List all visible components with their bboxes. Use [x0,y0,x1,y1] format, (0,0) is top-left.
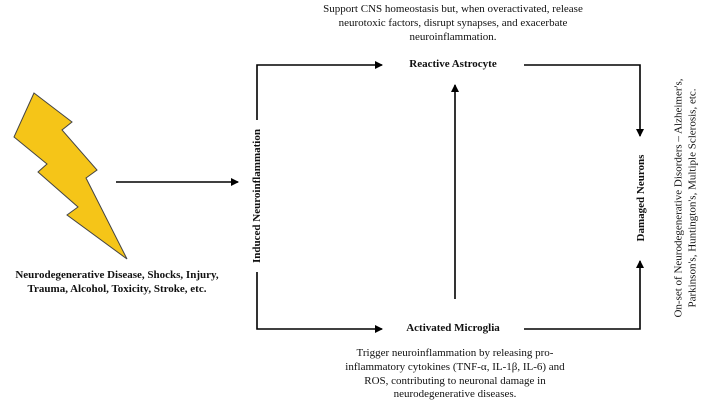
activated-microglia-node: Activated Microglia [406,322,500,334]
arrow-induced-to-microglia [256,272,383,333]
damaged-neurons-node: Damaged Neurons [635,154,647,242]
microglia-description: Trigger neuroinflammation by releasing p… [345,347,565,401]
arrow-microglia-to-damaged [524,260,644,330]
astrocyte-description: Support CNS homeostasis but, when overac… [323,3,583,43]
induced-neuroinflammation-node: Induced Neuroinflammation [251,129,263,263]
arrow-induced-to-astrocyte [256,61,383,120]
lightning-bolt-icon [13,92,128,260]
arrow-astrocyte-to-damaged [524,64,644,137]
reactive-astrocyte-node: Reactive Astrocyte [409,58,497,70]
cause-label: Neurodegenerative Disease, Shocks, Injur… [15,269,219,295]
outcome-description: On-set of Neurodegenerative Disorders – … [672,78,699,318]
